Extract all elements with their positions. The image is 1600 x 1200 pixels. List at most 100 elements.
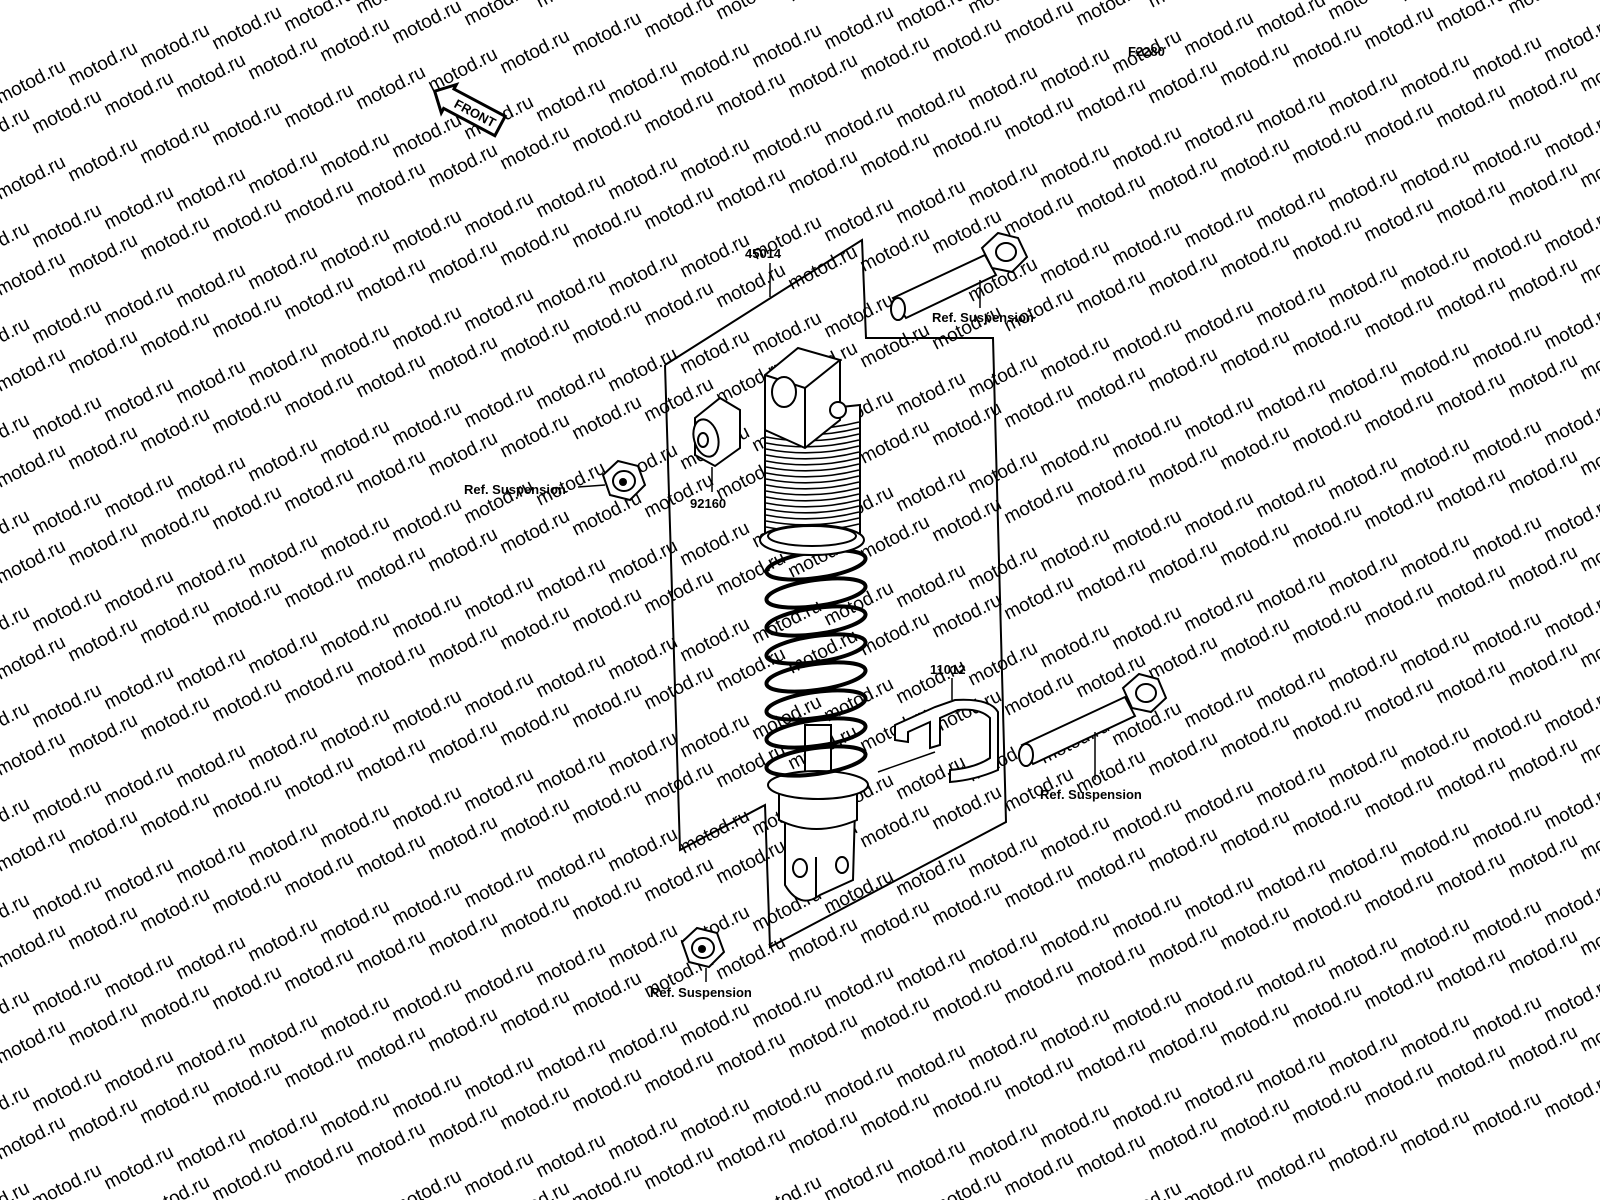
watermark-text: motod.ru: [497, 506, 573, 559]
watermark-text: motod.ru: [749, 1172, 825, 1200]
watermark-text: motod.ru: [281, 368, 357, 421]
watermark-text: motod.ru: [173, 260, 249, 313]
thread-line: [765, 439, 860, 448]
watermark-text: motod.ru: [425, 1004, 501, 1057]
watermark-text: motod.ru: [137, 884, 213, 937]
watermark-text: motod.ru: [1145, 920, 1221, 973]
watermark-text: motod.ru: [65, 1094, 141, 1147]
watermark-text: motod.ru: [1217, 1094, 1293, 1147]
watermark-text: motod.ru: [533, 938, 609, 991]
upper-nut-leader-line: [577, 484, 606, 488]
watermark-text: motod.ru: [677, 614, 753, 667]
watermark-text: motod.ru: [1289, 788, 1365, 841]
watermark-text: motod.ru: [29, 392, 105, 445]
watermark-text: motod.ru: [821, 98, 897, 151]
watermark-text: motod.ru: [1289, 500, 1365, 553]
watermark-text: motod.ru: [29, 296, 105, 349]
watermark-text: motod.ru: [1037, 236, 1113, 289]
watermark-text: motod.ru: [317, 704, 393, 757]
watermark-text: motod.ru: [749, 20, 825, 73]
watermark-text: motod.ru: [1433, 80, 1509, 133]
watermark-text: motod.ru: [1253, 0, 1329, 42]
watermark-text: motod.ru: [821, 2, 897, 55]
watermark-text: motod.ru: [1217, 230, 1293, 283]
watermark-text: motod.ru: [893, 560, 969, 613]
watermark-text: motod.ru: [1037, 812, 1113, 865]
watermark-text: motod.ru: [1397, 338, 1473, 391]
watermark-text: motod.ru: [1469, 128, 1545, 181]
watermark-text: motod.ru: [29, 1160, 105, 1200]
watermark-text: motod.ru: [0, 824, 69, 877]
watermark-text: motod.ru: [929, 1166, 1005, 1200]
watermark-text: motod.ru: [281, 0, 357, 36]
watermark-text: motod.ru: [101, 662, 177, 715]
watermark-text: motod.ru: [29, 1064, 105, 1117]
watermark-text: motod.ru: [1073, 842, 1149, 895]
watermark-text: motod.ru: [0, 632, 69, 685]
watermark-text: motod.ru: [1037, 524, 1113, 577]
watermark-text: motod.ru: [353, 254, 429, 307]
watermark-text: motod.ru: [1433, 464, 1509, 517]
watermark-text: motod.ru: [0, 248, 69, 301]
watermark-text: motod.ru: [1541, 110, 1600, 163]
shock-absorber: [759, 346, 869, 902]
thread-line: [765, 463, 860, 472]
watermark-text: motod.ru: [1145, 0, 1221, 12]
watermark-text: motod.ru: [713, 68, 789, 121]
watermark-text: motod.ru: [317, 800, 393, 853]
watermark-text: motod.ru: [425, 908, 501, 961]
watermark-text: motod.ru: [173, 644, 249, 697]
watermark-text: motod.ru: [1145, 632, 1221, 685]
watermark-text: motod.ru: [1109, 218, 1185, 271]
watermark-text: motod.ru: [1541, 14, 1600, 67]
watermark-text: motod.ru: [29, 488, 105, 541]
watermark-text: motod.ru: [677, 518, 753, 571]
watermark-text: motod.ru: [0, 1016, 69, 1069]
watermark-text: motod.ru: [1577, 140, 1600, 193]
watermark-text: motod.ru: [1217, 134, 1293, 187]
watermark-text: motod.ru: [353, 1022, 429, 1075]
watermark-text: motod.ru: [137, 788, 213, 841]
watermark-text: motod.ru: [1469, 704, 1545, 757]
watermark-text: motod.ru: [965, 926, 1041, 979]
watermark-text: motod.ru: [749, 980, 825, 1033]
watermark-text: motod.ru: [425, 44, 501, 97]
watermark-text: motod.ru: [1577, 620, 1600, 673]
watermark-text: motod.ru: [1001, 572, 1077, 625]
lower-nut-icon: [680, 926, 726, 969]
watermark-text: motod.ru: [1541, 782, 1600, 835]
watermark-text: motod.ru: [1469, 800, 1545, 853]
watermark-text: motod.ru: [137, 980, 213, 1033]
watermark-text: motod.ru: [497, 986, 573, 1039]
watermark-text: motod.ru: [245, 32, 321, 85]
watermark-text: motod.ru: [497, 314, 573, 367]
watermark-text: motod.ru: [1505, 542, 1581, 595]
watermark-text: motod.ru: [461, 1148, 537, 1200]
watermark-text: motod.ru: [1253, 470, 1329, 523]
watermark-text: motod.ru: [497, 410, 573, 463]
watermark-text: motod.ru: [425, 812, 501, 865]
watermark-text: motod.ru: [1145, 440, 1221, 493]
watermark-text: motod.ru: [1577, 332, 1600, 385]
watermark-text: motod.ru: [965, 542, 1041, 595]
watermark-text: motod.ru: [281, 752, 357, 805]
watermark-text: motod.ru: [389, 110, 465, 163]
watermark-text: motod.ru: [209, 290, 285, 343]
watermark-text: motod.ru: [641, 182, 717, 235]
shock-part-number: 45014: [745, 246, 782, 261]
watermark-text: motod.ru: [353, 638, 429, 691]
watermark-text: motod.ru: [713, 0, 789, 24]
watermark-text: motod.ru: [281, 176, 357, 229]
watermark-text: motod.ru: [1145, 824, 1221, 877]
upper-nut-icon: [601, 459, 647, 502]
watermark-text: motod.ru: [1253, 182, 1329, 235]
watermark-text: motod.ru: [605, 248, 681, 301]
watermark-text: motod.ru: [461, 956, 537, 1009]
watermark-text: motod.ru: [1505, 254, 1581, 307]
watermark-text: motod.ru: [1325, 68, 1401, 121]
lower-bolt-icon: [1018, 672, 1168, 767]
watermark-text: motod.ru: [0, 410, 33, 463]
watermark-text: motod.ru: [713, 260, 789, 313]
